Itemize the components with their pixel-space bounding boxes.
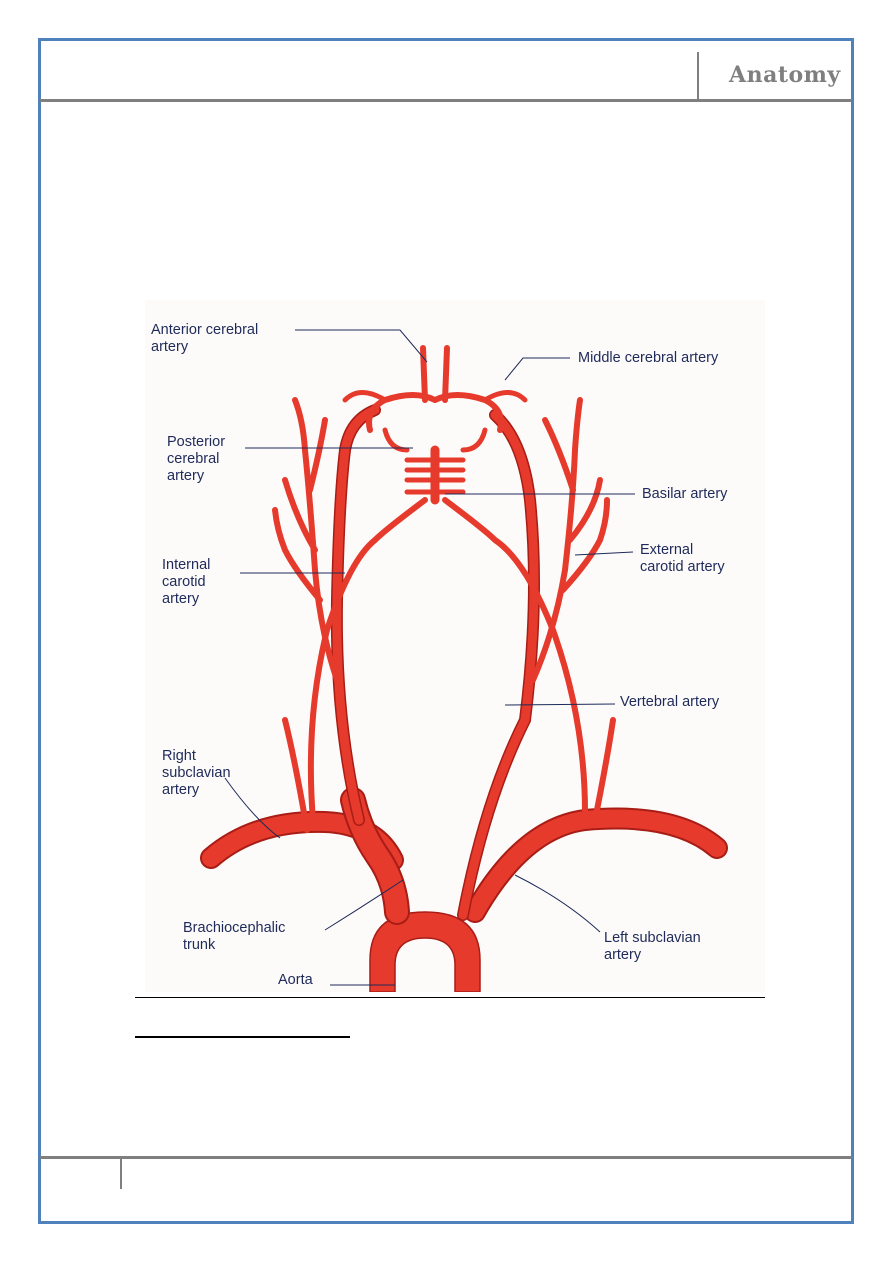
label-posterior-cerebral-artery: Posterior cerebral artery	[167, 434, 226, 484]
label-external-carotid-artery: External carotid artery	[640, 542, 725, 575]
artery-illustration	[200, 345, 728, 992]
footer-divider	[120, 1159, 122, 1189]
label-internal-carotid-artery: Internal carotid artery	[162, 557, 211, 607]
vertebral-shapes	[282, 497, 616, 833]
carotid-shapes	[330, 404, 540, 921]
label-brachiocephalic-trunk: Brachiocephalic trunk	[183, 920, 286, 953]
label-aorta: Aorta	[278, 972, 313, 988]
label-right-subclavian-artery: Right subclavian artery	[162, 748, 231, 798]
header-rule	[40, 99, 852, 102]
artery-diagram: Anterior cerebral artery Middle cerebral…	[145, 300, 765, 992]
page-frame	[38, 38, 854, 1224]
header-divider	[697, 52, 699, 100]
header-title: Anatomy	[729, 62, 841, 88]
external-carotid-shapes	[272, 397, 610, 683]
figure-bottom-rule	[135, 997, 765, 998]
label-anterior-cerebral-artery: Anterior cerebral artery	[151, 322, 259, 355]
heading-underline	[135, 1036, 350, 1038]
label-basilar-artery: Basilar artery	[642, 486, 728, 502]
aorta-shape	[369, 911, 481, 992]
label-left-subclavian-artery: Left subclavian artery	[604, 930, 701, 963]
label-vertebral-artery: Vertebral artery	[620, 694, 720, 710]
label-middle-cerebral-artery: Middle cerebral artery	[578, 350, 719, 366]
footer-rule	[40, 1156, 852, 1159]
circle-of-willis-shape	[342, 345, 528, 505]
